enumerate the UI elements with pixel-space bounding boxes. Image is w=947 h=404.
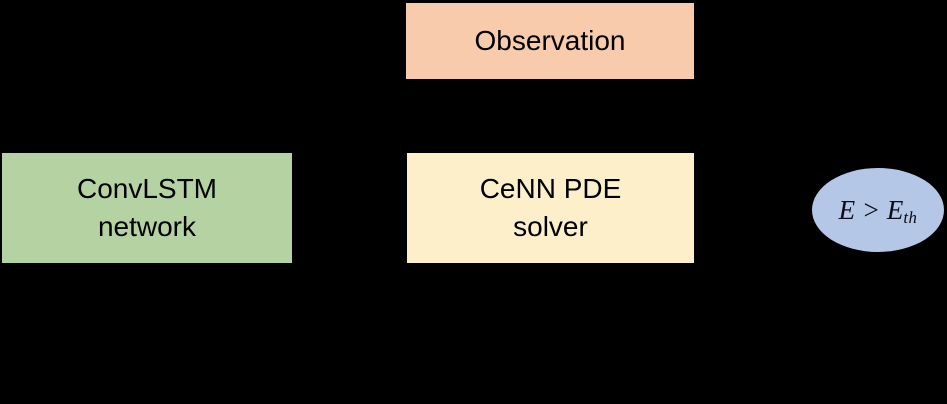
threshold-formula-subscript: th (903, 208, 918, 228)
observation-label: Observation (474, 25, 626, 56)
observation-node: Observation (406, 3, 694, 79)
threshold-formula-base: E > E (838, 194, 904, 225)
cenn-pde-solver-node: CeNN PDE solver (407, 153, 694, 263)
energy-threshold-ellipse-node: E > Eth (812, 168, 944, 252)
convlstm-label-line1: ConvLSTM (76, 173, 218, 204)
convlstm-label-line2: network (97, 211, 197, 242)
convlstm-network-node: ConvLSTM network (2, 153, 292, 263)
cenn-label-line2: solver (513, 211, 588, 242)
threshold-formula: E > Eth (838, 194, 918, 228)
cenn-label-line1: CeNN PDE (479, 173, 622, 204)
